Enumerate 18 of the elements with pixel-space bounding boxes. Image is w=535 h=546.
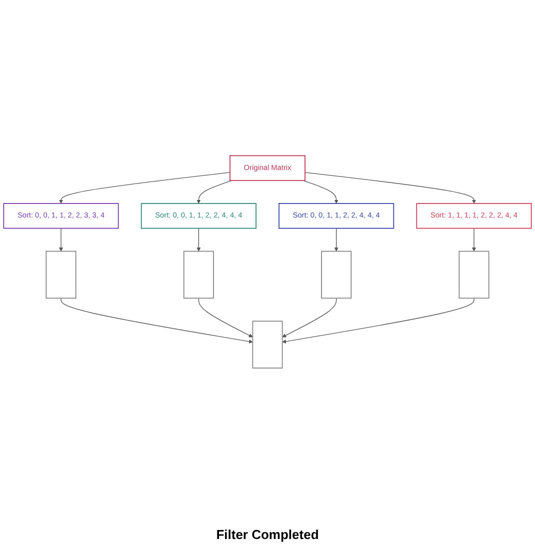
node-box <box>458 250 490 298</box>
arrow <box>334 228 338 252</box>
arrow <box>59 228 64 252</box>
arrow <box>282 297 474 344</box>
arrow <box>302 180 338 204</box>
node-box <box>183 250 214 298</box>
arrow <box>304 172 476 204</box>
arrow <box>198 297 253 337</box>
arrow <box>282 297 337 337</box>
caption-text: Filter Completed <box>216 527 319 542</box>
node-box <box>321 250 352 298</box>
node-box <box>46 250 76 298</box>
arrow <box>60 297 253 344</box>
arrow <box>196 228 201 252</box>
arrow <box>196 180 232 204</box>
arrow <box>472 228 476 252</box>
node-box <box>252 320 283 368</box>
arrow <box>59 172 230 204</box>
